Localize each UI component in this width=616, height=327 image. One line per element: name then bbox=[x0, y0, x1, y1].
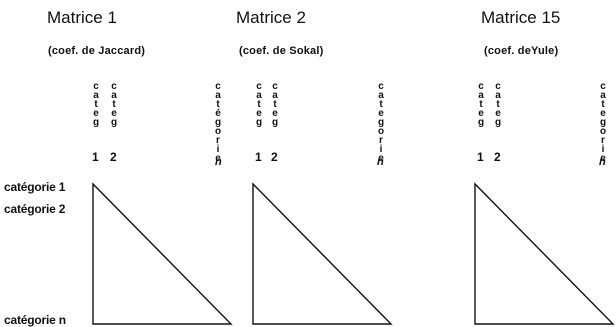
panel-1-coln-n: n bbox=[215, 156, 222, 168]
panel-3-col1-number: 1 bbox=[477, 150, 484, 164]
panel-2-title: Matrice 2 bbox=[236, 8, 306, 27]
panel-1-title: Matrice 1 bbox=[47, 8, 117, 27]
row-label-1: catégorie 1 bbox=[4, 180, 66, 194]
row-label-2: catégorie 2 bbox=[4, 202, 66, 216]
panel-2-col2-number: 2 bbox=[271, 150, 278, 164]
panel-3-coln-n: n bbox=[599, 156, 606, 168]
panel-3-subtitle: (coef. deYule) bbox=[484, 45, 559, 57]
panel-1-col2-number: 2 bbox=[110, 150, 117, 164]
panel-2-col1-number: 1 bbox=[255, 150, 262, 164]
panel-3-col2-number: 2 bbox=[494, 150, 501, 164]
row-label-n: catégorie n bbox=[4, 313, 66, 327]
panel-3-title: Matrice 15 bbox=[481, 8, 561, 27]
panel-2-coln-n: n bbox=[377, 156, 384, 168]
panel-2-triangle bbox=[252, 182, 393, 325]
panel-2-subtitle: (coef. de Sokal) bbox=[239, 45, 324, 57]
panel-3-triangle bbox=[474, 182, 615, 325]
panel-1-col1-number: 1 bbox=[92, 150, 99, 164]
panel-1-subtitle: (coef. de Jaccard) bbox=[48, 45, 146, 57]
panel-1-triangle bbox=[92, 182, 233, 325]
